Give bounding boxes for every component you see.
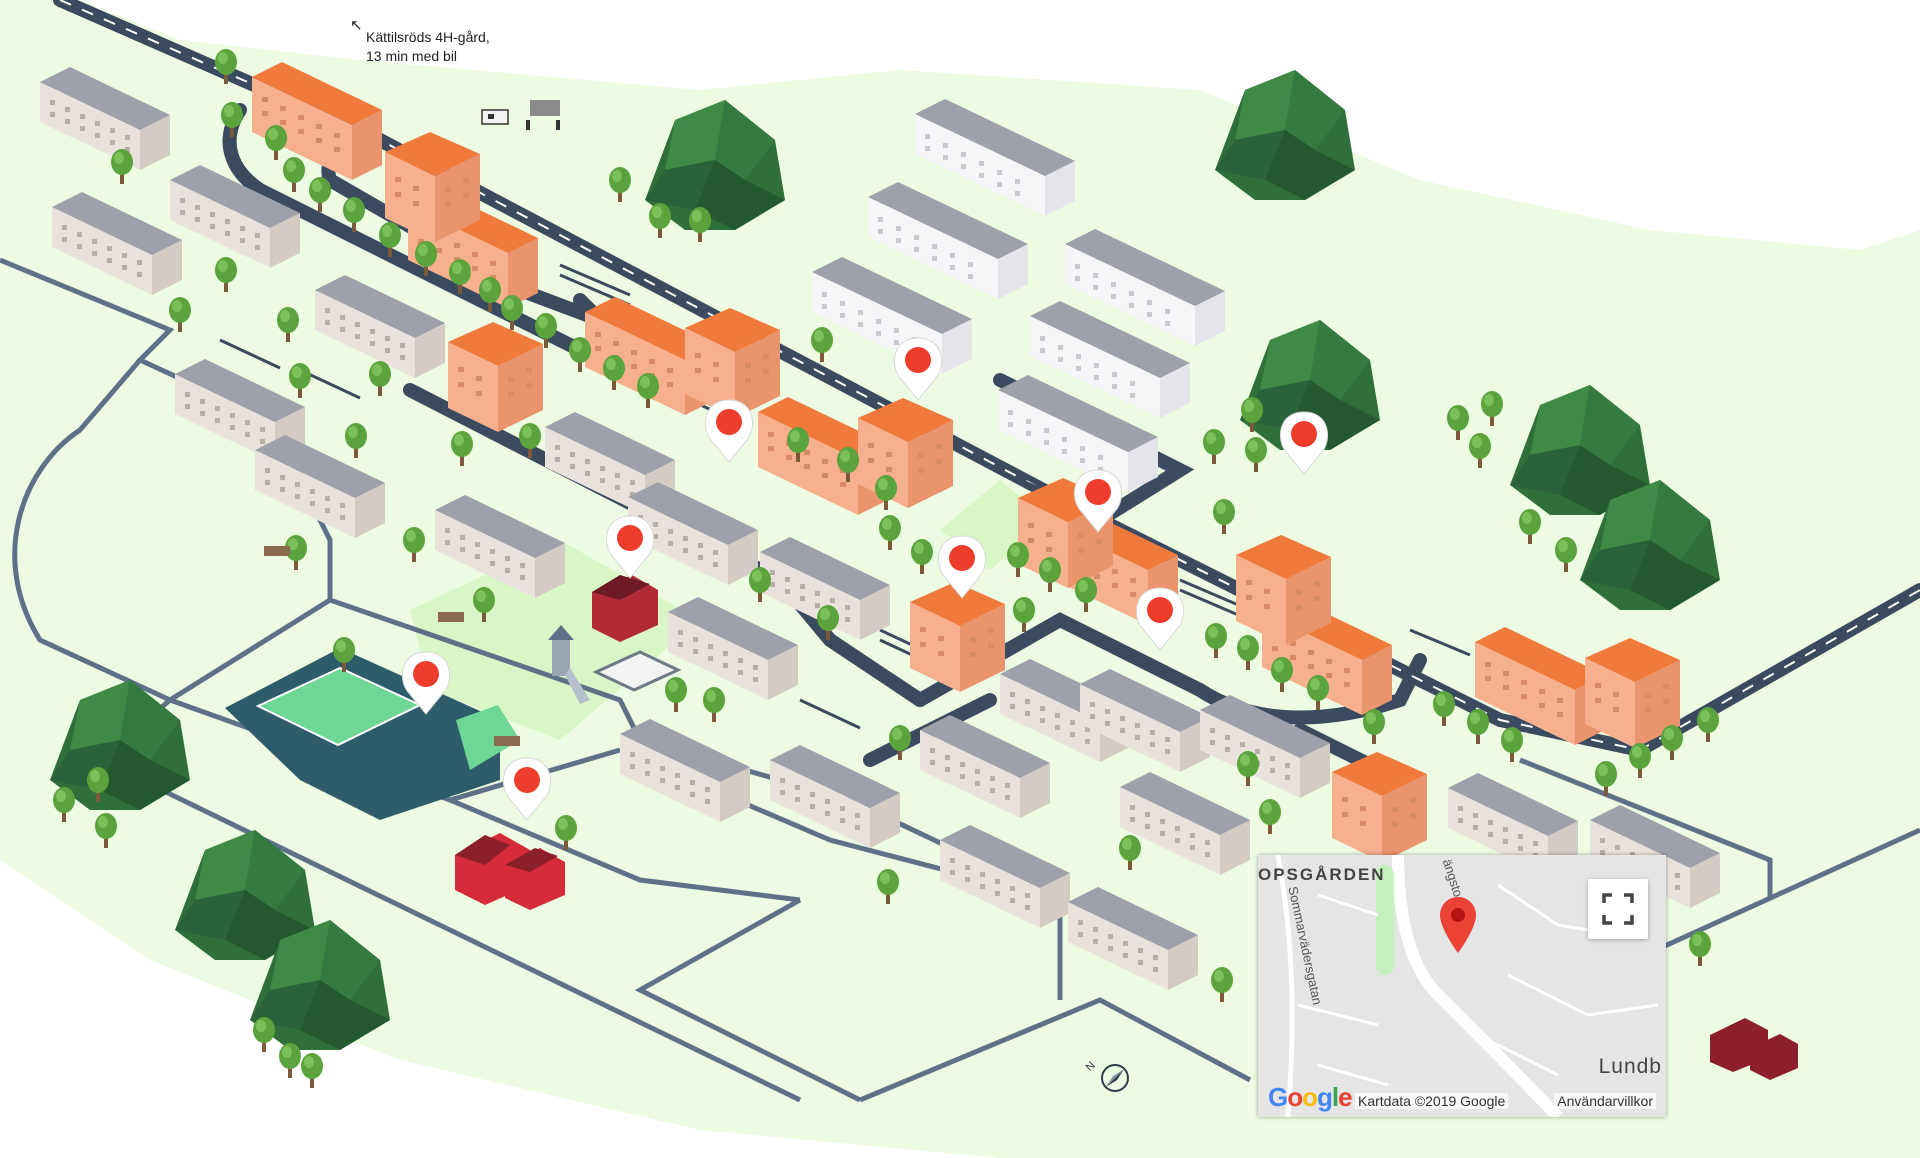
compass [1101, 1064, 1129, 1092]
cows [481, 100, 560, 130]
map-pin-icon[interactable] [1438, 895, 1478, 955]
fullscreen-icon [1602, 893, 1634, 925]
map-town-label: Lundb [1598, 1055, 1662, 1078]
annotation-line-2: 13 min med bil [366, 48, 458, 64]
map-terms-link[interactable]: Användarvillkor [1554, 1093, 1656, 1109]
playground [264, 546, 682, 746]
map-copyright: Kartdata ©2019 Google [1355, 1093, 1509, 1109]
arrow-up-left-icon: ↖ [350, 17, 363, 34]
google-logo[interactable]: Google [1268, 1082, 1353, 1112]
google-map-inset[interactable]: OPSGÅRDEN Sommarvädersgatan ängsto gatan… [1258, 855, 1666, 1117]
map-area-label: OPSGÅRDEN [1258, 865, 1386, 884]
fullscreen-button[interactable] [1588, 879, 1648, 939]
farm-annotation: ↖ Kättilsröds 4H-gård, 13 min med bil [350, 17, 490, 66]
red-houses [455, 575, 1798, 1080]
annotation-line-1: Kättilsröds 4H-gård, [366, 29, 490, 45]
playground-field [456, 705, 520, 770]
